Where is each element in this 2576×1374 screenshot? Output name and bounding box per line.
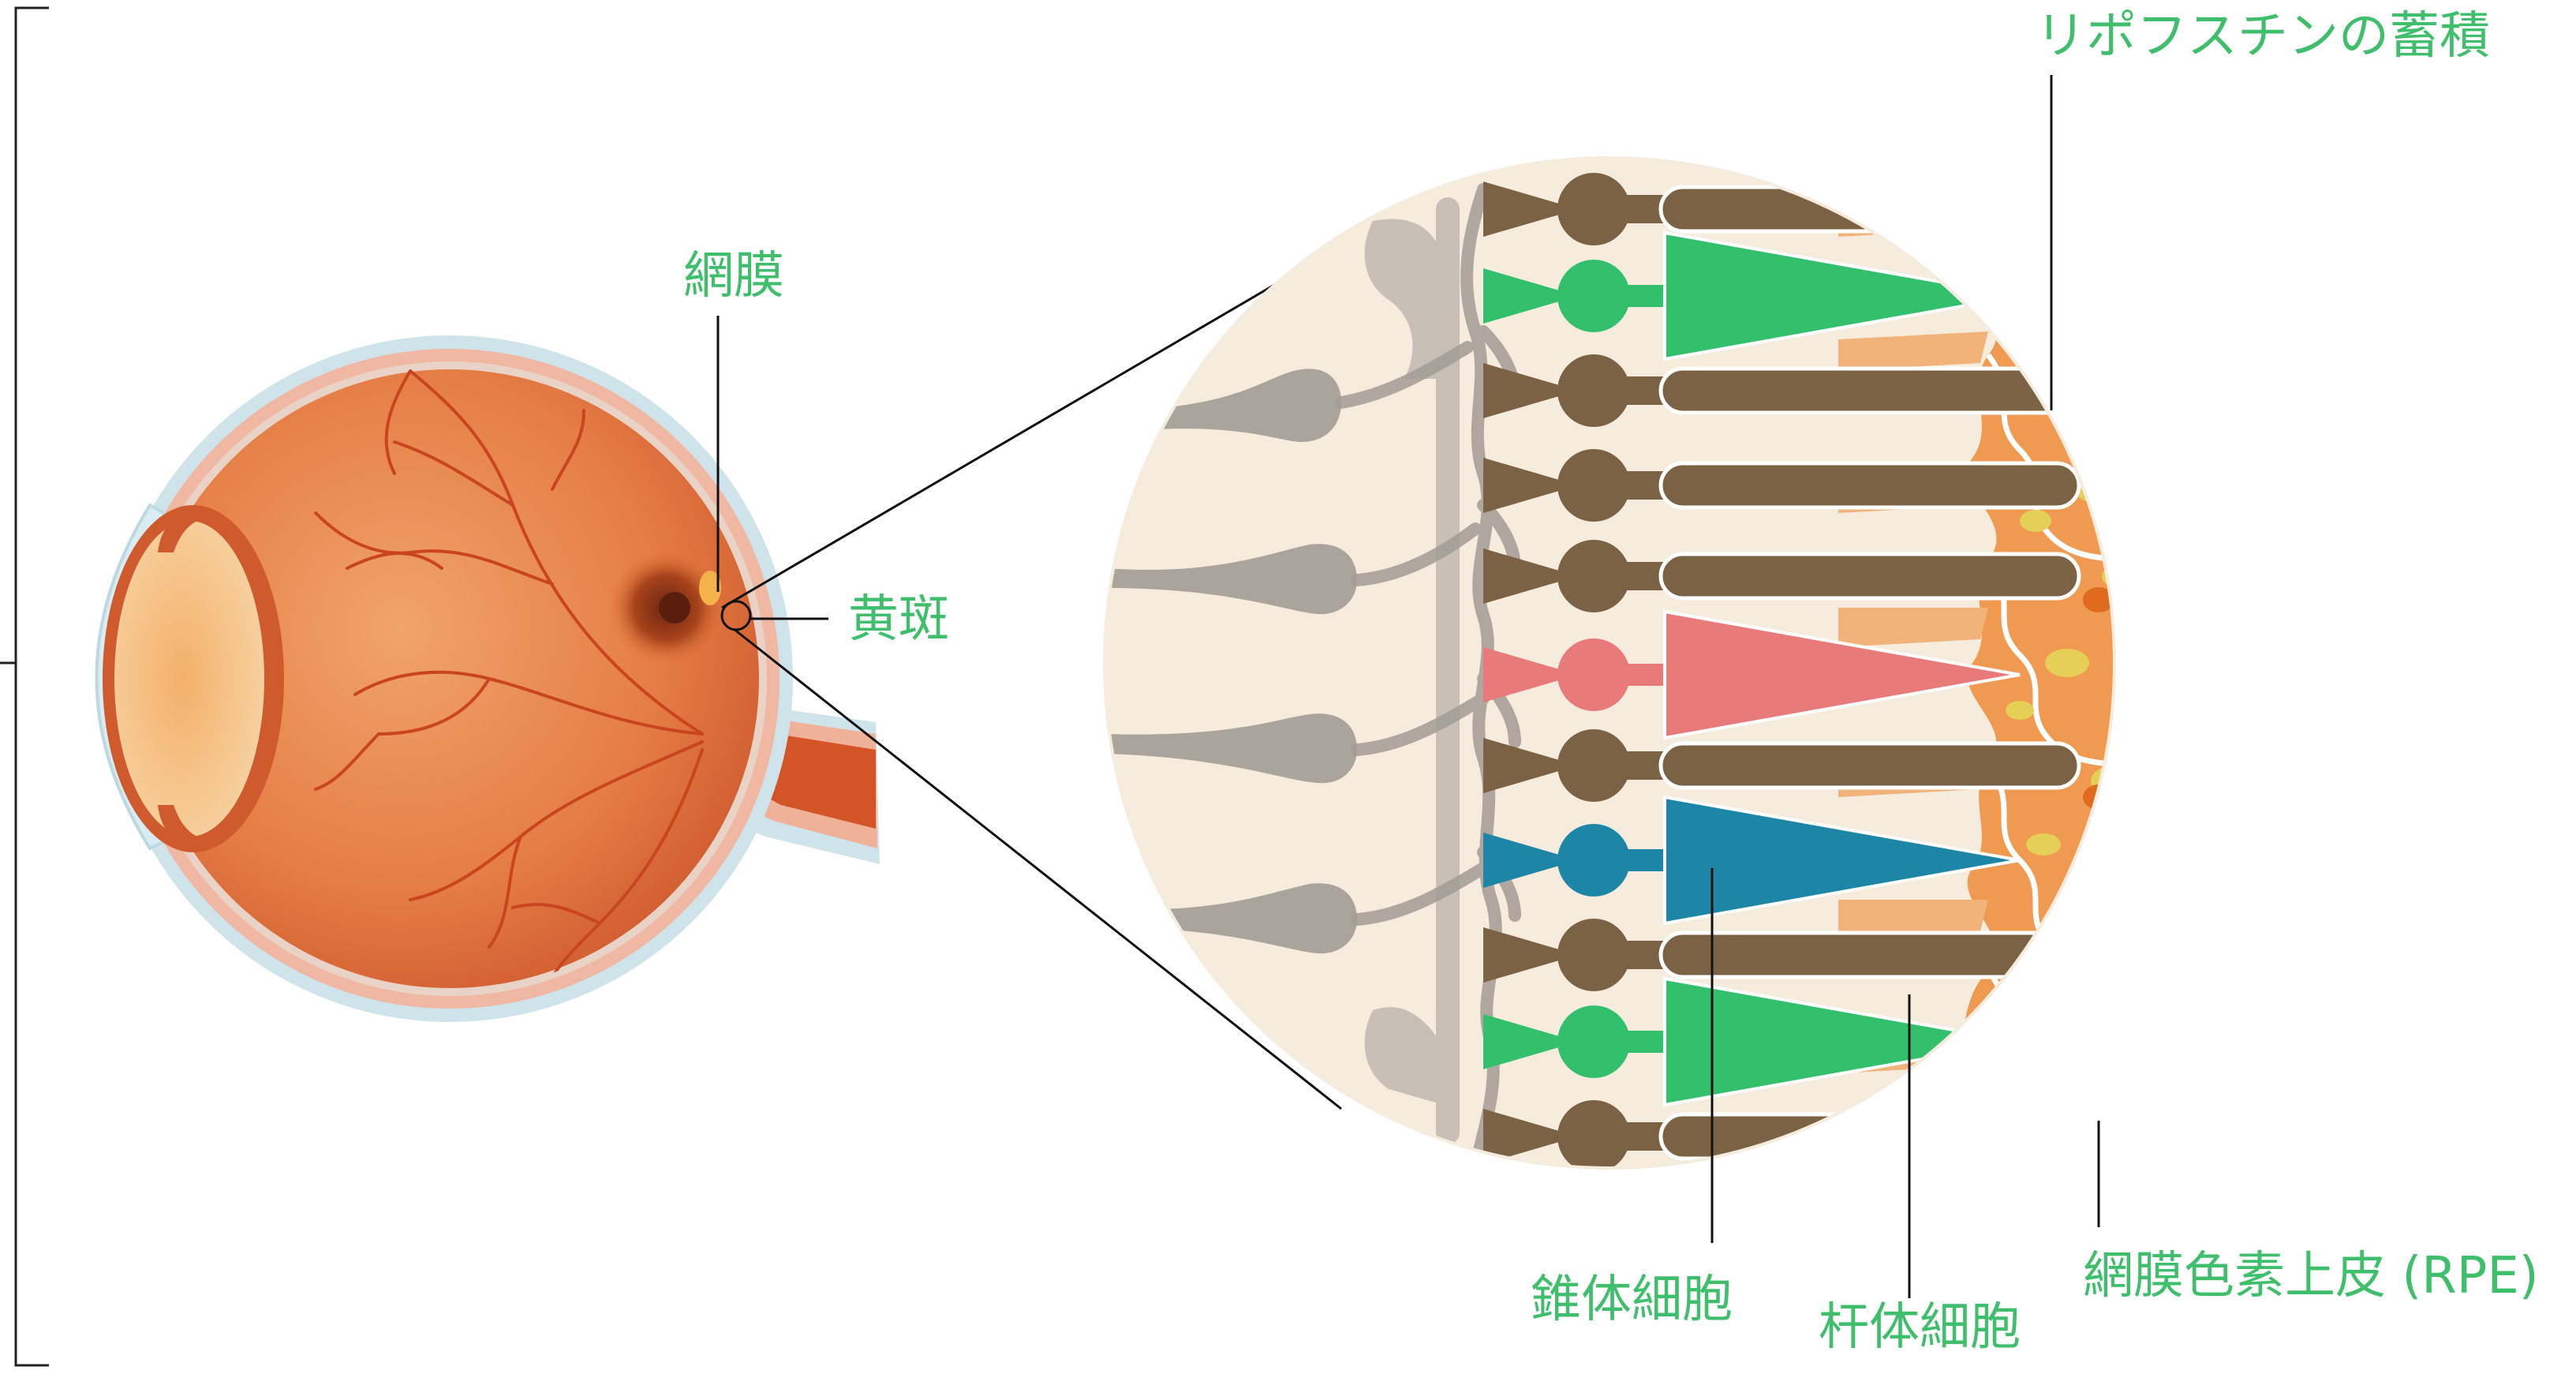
rod-cell <box>1483 82 2079 155</box>
left-bracket <box>0 8 49 1365</box>
eyeball <box>97 335 880 1022</box>
rod-cell <box>1483 1187 2079 1260</box>
label-macula: 黄斑 <box>848 594 949 645</box>
label-retina: 網膜 <box>683 251 784 301</box>
label-cone-cells: 錐体細胞 <box>1531 1275 1733 1325</box>
label-lipofuscin: リポフスチンの蓄積 <box>2036 11 2490 62</box>
retina-magnified-circle <box>1105 82 2178 1260</box>
label-rpe: 網膜色素上皮 (RPE) <box>2083 1251 2539 1301</box>
label-rod-cells: 杆体細胞 <box>1819 1302 2021 1353</box>
